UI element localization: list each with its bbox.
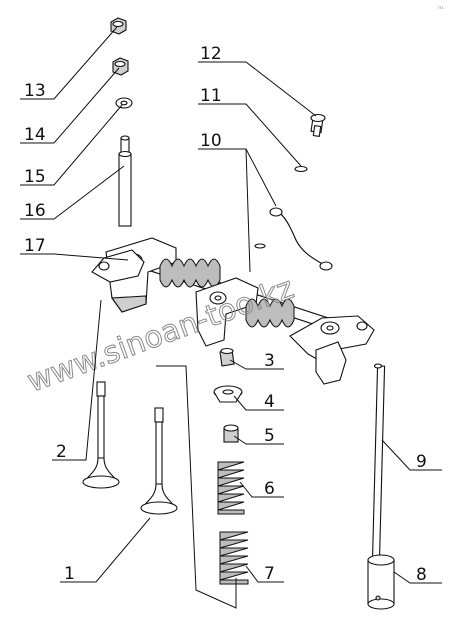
callout-14: 14 [24, 125, 46, 145]
part-10-oil-pipe [254, 207, 333, 271]
callout-2: 2 [56, 442, 67, 462]
part-5-cotter [223, 424, 239, 443]
callout-10: 10 [200, 131, 222, 151]
callout-16: 16 [24, 201, 46, 221]
callout-3: 3 [264, 351, 275, 371]
callout-labels: 13 14 15 16 17 12 11 10 3 4 5 6 7 9 8 2 … [24, 44, 427, 585]
callout-17: 17 [24, 236, 46, 256]
part-2-valve [82, 381, 120, 489]
part-9-push-rod [371, 363, 386, 563]
watermark: www.sinoan-too.kz [23, 271, 299, 400]
callout-7: 7 [264, 564, 275, 584]
part-12-bolt [310, 113, 326, 137]
callout-1: 1 [64, 564, 75, 584]
callout-11: 11 [200, 86, 222, 106]
rocker-shaft-assembly [91, 237, 375, 385]
part-4-spring-retainer [213, 385, 243, 403]
leader-lines [20, 26, 442, 609]
callout-6: 6 [264, 479, 275, 499]
part-7-outer-spring [219, 531, 249, 585]
part-15-washer [115, 97, 133, 109]
callout-13: 13 [24, 81, 46, 101]
part-16-stud [118, 135, 132, 227]
callout-5: 5 [264, 426, 275, 446]
callout-9: 9 [416, 452, 427, 472]
part-6-inner-spring [217, 461, 245, 515]
callout-4: 4 [264, 392, 275, 412]
callout-12: 12 [200, 44, 222, 64]
corner-mark: ru [438, 5, 443, 11]
part-11-seal [294, 165, 308, 173]
part-1-valve [140, 407, 178, 515]
callout-15: 15 [24, 167, 46, 187]
part-8-tappet [367, 554, 395, 610]
callout-8: 8 [416, 565, 427, 585]
